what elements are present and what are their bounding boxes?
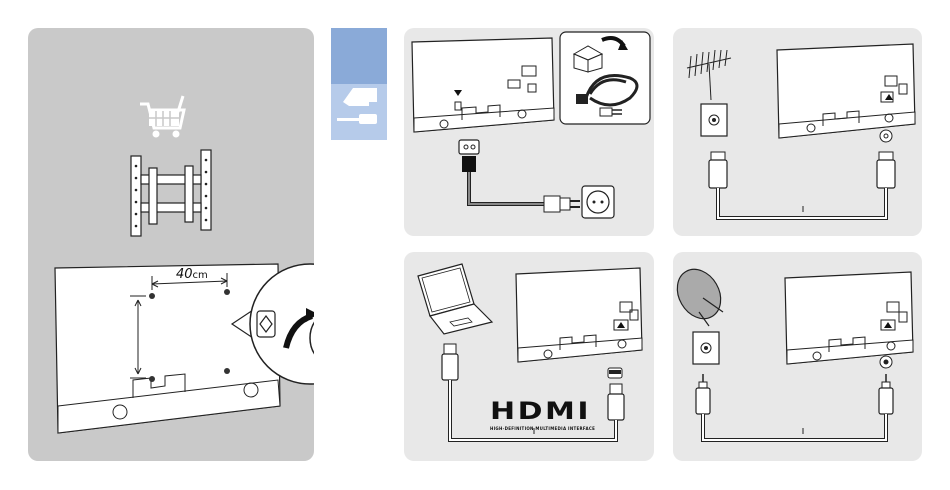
hdmi-tagline: HIGH-DEFINITION MULTIMEDIA INTERFACE [490,426,595,431]
box-contents-inset [560,32,650,124]
mount-distance-unit: cm [193,270,208,281]
power-connection-panel [404,28,654,236]
iec-plug [459,140,580,212]
hdmi-connection-panel: HDMI HIGH-DEFINITION MULTIMEDIA INTERFAC… [404,252,654,461]
laptop-icon [418,264,492,334]
wall-mount-panel: 40cm [28,28,314,461]
antenna-connection-panel [673,28,922,236]
connection-tab [331,28,387,140]
antenna-drawing [673,28,922,236]
satellite-cable [696,374,893,440]
satellite-wall-socket [693,332,719,364]
antenna-icon [687,50,731,100]
antenna-wall-socket [701,104,727,136]
power-drawing [404,28,654,236]
satellite-drawing [673,252,922,461]
mount-distance-label: 40cm [176,267,208,282]
satellite-connection-panel [673,252,922,461]
satellite-dish-icon [673,261,729,326]
tv-back [55,264,280,433]
wall-mount-drawing [28,28,314,461]
coax-cable [709,152,895,218]
hdmi-logo: HDMI [490,397,591,425]
tab-top [331,28,387,84]
power-socket-icon [582,186,614,218]
wall-bracket-icon [131,150,211,236]
shopping-cart-icon [140,96,184,138]
mount-distance-value: 40 [176,267,193,282]
